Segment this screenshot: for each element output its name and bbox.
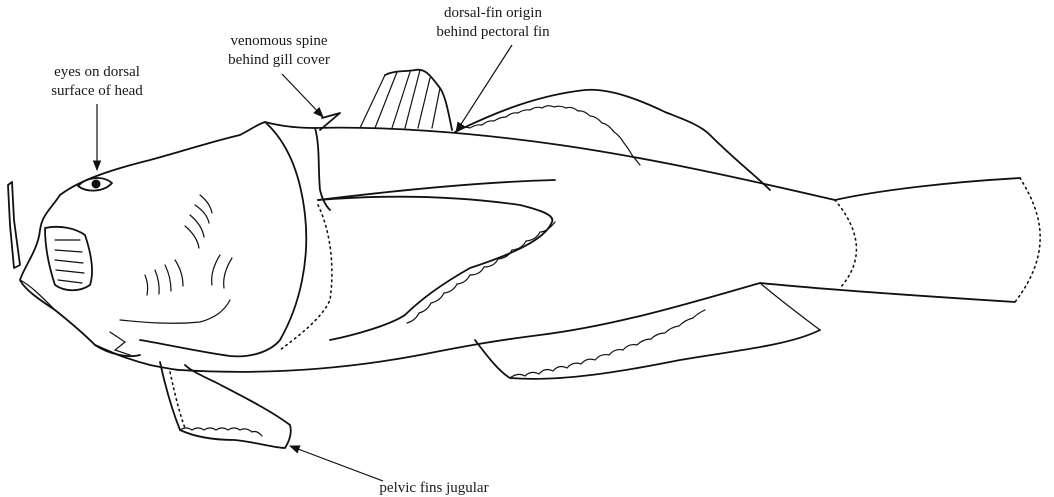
pelvic-fin xyxy=(160,362,291,448)
label-spine-line2: behind gill cover xyxy=(228,52,330,68)
fish-eye xyxy=(78,178,112,191)
label-spine-line1: venomous spine xyxy=(230,33,327,49)
spiny-dorsal-fin xyxy=(360,70,452,130)
label-eyes-line2: surface of head xyxy=(51,83,143,99)
fish-head xyxy=(8,113,340,370)
label-dorsal-line2: behind pectoral fin xyxy=(436,24,550,40)
arrow-spine xyxy=(282,74,323,117)
label-dorsal-line1: dorsal-fin origin xyxy=(444,5,542,21)
label-pelvic: pelvic fins jugular xyxy=(379,480,488,496)
caudal-fin xyxy=(760,178,1040,302)
fish-body xyxy=(180,128,835,372)
label-eyes-line1: eyes on dorsal xyxy=(54,64,140,80)
arrow-pelvic xyxy=(290,446,383,481)
anal-fin xyxy=(475,283,820,379)
pectoral-fin xyxy=(280,197,555,350)
